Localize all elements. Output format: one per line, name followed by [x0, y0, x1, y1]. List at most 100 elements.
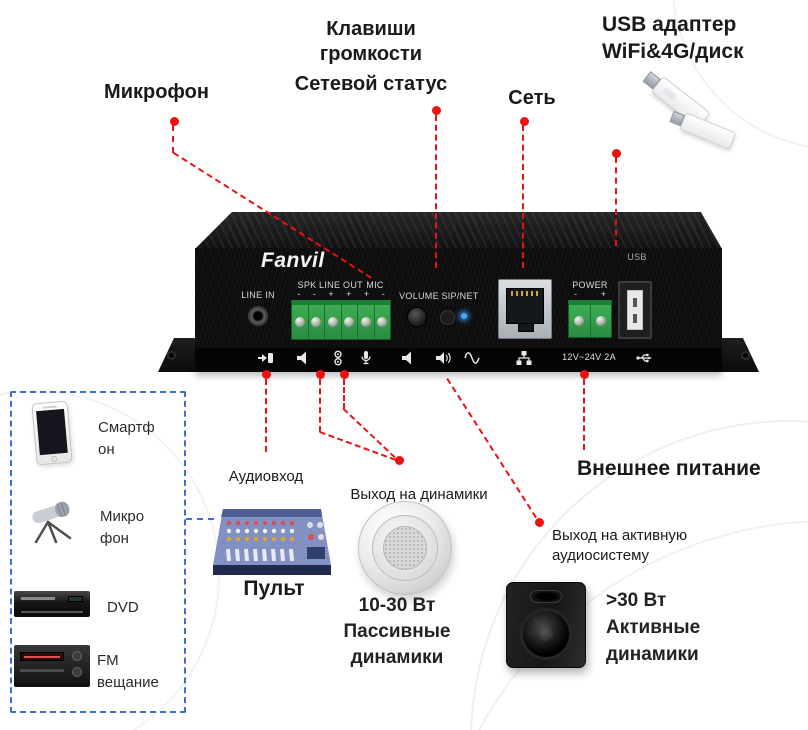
line-in-label: LINE IN — [241, 290, 275, 300]
smartphone-image — [31, 400, 73, 466]
active-output-label: Выход на активную аудиосистему — [552, 526, 732, 566]
screw-hole — [741, 351, 750, 360]
active-out-connector-dot — [535, 518, 544, 527]
usb-stick-shell — [679, 112, 737, 150]
power-label: POWER — [572, 280, 608, 290]
screw-hole — [167, 351, 176, 360]
usb-port-label: USB — [627, 252, 647, 262]
passive-speakers-line2: Пассивные — [343, 621, 451, 642]
active-speakers-line1: >30 Вт — [606, 590, 667, 611]
power-polarity-row: - + — [574, 289, 606, 299]
terminal-pin — [358, 305, 375, 339]
device-top-lid — [195, 212, 722, 249]
volume-keys-line1: Клавиши — [326, 18, 416, 40]
keys-connector-line — [435, 115, 437, 268]
ethernet-slot — [506, 288, 544, 324]
power-terminal-block — [568, 300, 612, 338]
woofer-dust-cap — [539, 627, 553, 641]
mic-connector-dot — [170, 117, 179, 126]
terminal-pin — [590, 305, 611, 337]
line-out-label: LINE OUT — [319, 280, 363, 290]
speaker-pair-icon — [334, 350, 342, 366]
terminal-pin — [325, 305, 342, 339]
ethernet-clip — [518, 323, 534, 332]
mount-ear-left — [158, 338, 198, 372]
mic-label: MIC — [366, 280, 384, 290]
polarity-sign: + — [363, 289, 370, 299]
audio-line-in-icon — [258, 353, 273, 363]
volume-keys-label: Клавиши громкости Сетевой статус — [282, 17, 460, 97]
active-output-line1: Выход на активную — [552, 527, 688, 544]
status-led — [461, 313, 467, 319]
source-label-smartphone: Смартфон — [98, 419, 155, 458]
volume-keys-line2: громкости — [319, 43, 423, 65]
fm-knob — [72, 667, 82, 677]
power-connector-dot — [580, 370, 589, 379]
network-label: Сеть — [508, 87, 556, 109]
polarity-sign: - — [312, 289, 316, 299]
microphone-image — [32, 501, 72, 544]
network-status-label: Сетевой статус — [294, 73, 448, 95]
polarity-sign: - — [574, 289, 577, 299]
polarity-sign: + — [600, 289, 606, 299]
volume-label: VOLUME — [399, 291, 439, 301]
usb-stick-logo — [661, 87, 678, 102]
speaker-output-label: Выход на динамики — [350, 486, 488, 503]
passive-speakers-line3: динамики — [350, 647, 444, 668]
sources-to-mixer-line — [186, 518, 214, 520]
active-speakers-line3: динамики — [606, 644, 699, 665]
audio-in-connector-line — [265, 379, 267, 452]
fm-dial — [20, 652, 64, 661]
passive-speakers-label: 10-30 Вт Пассивные динамики — [316, 593, 478, 671]
dvd-tray — [21, 597, 55, 600]
usb-slot — [633, 314, 637, 323]
speaker-tweeter — [530, 590, 562, 603]
line-in-jack — [248, 306, 268, 326]
active-speakers-line2: Активные — [606, 617, 701, 638]
source-label-microphone: Микрофон — [100, 508, 145, 547]
mixer-label: Пульт — [243, 577, 305, 600]
speaker-icon — [402, 351, 411, 365]
mount-ear-right — [719, 338, 759, 372]
source-label-dvd: DVD — [107, 599, 139, 616]
passive-speakers-line1: 10-30 Вт — [358, 595, 436, 616]
usb-adapters-image — [642, 64, 765, 156]
spk-out-connector-dot-1 — [316, 370, 325, 379]
usb-connector-dot — [612, 149, 621, 158]
network-connector-dot — [520, 117, 529, 126]
usb-adapter-line2: WiFi&4G/диск — [602, 40, 744, 63]
brand-logo: Fanvil — [261, 249, 325, 272]
power-spec-label: 12V~24V 2A — [562, 352, 616, 362]
dvd-trim — [21, 611, 83, 613]
terminal-pin — [292, 305, 309, 339]
phone-earpiece — [42, 405, 57, 409]
fm-trim — [20, 669, 64, 672]
usb-slot — [633, 298, 637, 307]
sip-net-label: SIP/NET — [441, 291, 479, 301]
spk-out-line1-v — [319, 379, 321, 432]
dvd-player-image — [14, 591, 90, 617]
mixer-console-image — [213, 509, 331, 575]
usb-trident-icon — [636, 353, 652, 363]
terminal-pin — [341, 305, 358, 339]
ceiling-speaker-image — [358, 501, 452, 595]
spk-out-connector-dot-2 — [340, 370, 349, 379]
terminal-pin — [308, 305, 325, 339]
spk-out-line2-v — [343, 379, 345, 409]
usb-port — [618, 281, 652, 339]
polarity-sign: + — [346, 289, 352, 299]
external-power-label: Внешнее питание — [577, 457, 761, 480]
power-connector-line — [583, 379, 585, 450]
usb-connector-line — [615, 157, 617, 246]
speaker-grille — [383, 526, 427, 570]
phone-screen — [36, 408, 68, 456]
network-connector-line — [522, 125, 524, 268]
spk-label: SPK — [297, 280, 317, 290]
audio-in-connector-dot — [262, 370, 271, 379]
device-bottom-strip — [195, 348, 722, 372]
volume-knob — [407, 307, 427, 327]
microphone-label: Микрофон — [104, 81, 209, 103]
fm-dial-line — [24, 656, 60, 658]
active-speaker-image — [506, 582, 586, 668]
